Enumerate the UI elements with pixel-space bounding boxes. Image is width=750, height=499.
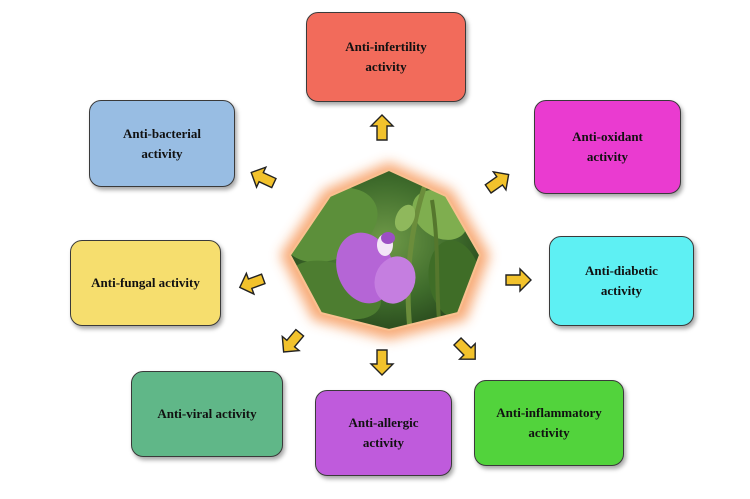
anti-oxidant-label: Anti-oxidant activity [572,129,643,164]
arrow-to-anti-fungal [238,271,266,296]
arrow-to-anti-diabetic [505,267,532,293]
arrow-to-anti-oxidant [484,170,510,194]
anti-viral-label: Anti-viral activity [157,406,257,421]
arrow-to-anti-inflammatory [452,336,476,360]
anti-viral-box: Anti-viral activity [131,371,283,457]
anti-inflammatory-label: Anti-inflammatory activity [496,405,602,440]
anti-allergic-label: Anti-allergic activity [348,415,419,450]
arrow-to-anti-allergic [369,349,395,376]
anti-diabetic-box: Anti-diabetic activity [549,236,694,326]
anti-bacterial-label: Anti-bacterial activity [123,125,201,161]
arrow-to-anti-bacterial [250,165,277,189]
anti-diabetic-label: Anti-diabetic activity [585,263,658,298]
anti-infertility-box: Anti-infertility activity [306,12,466,102]
anti-fungal-box: Anti-fungal activity [70,240,221,326]
anti-allergic-box: Anti-allergic activity [315,390,452,476]
anti-inflammatory-box: Anti-inflammatory activity [474,380,624,466]
anti-bacterial-box: Anti-bacterial activity [89,100,235,187]
arrow-to-anti-viral [281,328,305,353]
anti-fungal-label: Anti-fungal activity [91,275,200,290]
anti-oxidant-box: Anti-oxidant activity [534,100,681,194]
anti-infertility-label: Anti-infertility activity [345,39,427,74]
arrow-to-anti-infertility [369,114,395,141]
